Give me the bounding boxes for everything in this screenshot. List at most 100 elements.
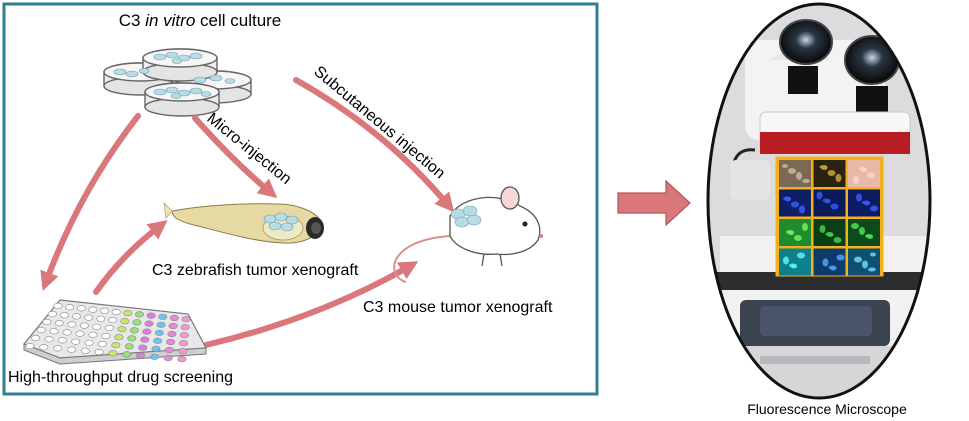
plate-well (129, 327, 139, 334)
plate-well (92, 323, 102, 330)
fluorescence-spot (802, 179, 810, 183)
plate-well (53, 302, 63, 310)
plate-well (122, 351, 132, 358)
plate-wells (25, 302, 191, 363)
arrow-screening-to-zebrafish (93, 220, 168, 295)
plate-well (79, 322, 89, 329)
plate-well (76, 305, 86, 312)
plate-well (62, 329, 72, 336)
fluorescence-spot (868, 267, 876, 272)
plate-well (177, 356, 187, 363)
fluorescence-spot (870, 252, 876, 257)
plate-well (72, 313, 82, 320)
mouse-xenograft-label: C3 mouse tumor xenograft (363, 299, 553, 316)
fluorescence-spot (819, 225, 826, 233)
fluorescence-spot (854, 256, 862, 263)
fluorescence-spot (827, 170, 836, 176)
plate-well (146, 312, 156, 319)
plate-well (42, 318, 52, 326)
plate-well (88, 331, 98, 338)
plate-well (31, 334, 41, 342)
plate-well (168, 322, 178, 330)
plate-well (181, 316, 191, 323)
plate-well (153, 337, 163, 344)
mouse-icon (393, 186, 543, 283)
fluorescence-spot (862, 200, 870, 205)
fluorescence-spot (825, 232, 834, 236)
fluorescence-spot (830, 203, 839, 210)
plate-well (100, 307, 110, 314)
plate-well (98, 340, 108, 348)
plate-well (67, 321, 77, 328)
plate-well (25, 342, 35, 350)
fluorescence-tile (779, 219, 811, 246)
fluorescence-spot (789, 263, 797, 268)
arrow-culture-to-screening (40, 113, 141, 292)
fluorescence-spot (867, 172, 875, 178)
fluorescence-spot (859, 167, 867, 171)
fluorescence-spot (819, 165, 828, 169)
fluorescence-spot (835, 174, 842, 182)
fluorescence-spot (796, 172, 802, 180)
plate-well (151, 345, 161, 352)
fluorescence-image-grid (775, 156, 884, 277)
plate-well (49, 328, 59, 335)
plate-well (142, 328, 152, 335)
culture-title: C3 in vitro cell culture (119, 11, 282, 30)
plate-well (114, 334, 124, 341)
plate-well (135, 311, 145, 318)
plate-well (36, 326, 46, 334)
arrow-subcutaneous-injection (293, 77, 455, 213)
plate-well (120, 318, 130, 325)
cell-clusters (113, 51, 236, 99)
microscope-label: Fluorescence Microscope (747, 401, 907, 417)
fluorescence-spot (782, 164, 788, 168)
plate-well (65, 304, 75, 311)
well-plate-icon (23, 299, 207, 365)
fluorescence-spot (865, 234, 873, 238)
fluorescence-spot (862, 260, 868, 269)
plate-well (136, 352, 146, 359)
plate-well (169, 314, 179, 322)
plate-well (178, 348, 188, 355)
plate-well (59, 312, 69, 319)
fluorescence-spot (797, 252, 805, 259)
fluorescence-spot (833, 237, 842, 243)
plate-well (124, 343, 134, 350)
fluorescence-tile (813, 248, 846, 276)
arrow-to-microscope (617, 179, 691, 227)
fluorescence-spot (859, 227, 865, 235)
plate-well (179, 340, 189, 347)
plate-well (53, 345, 63, 352)
fluorescence-spot (783, 256, 789, 265)
fluorescence-spot (783, 196, 791, 201)
plate-well (127, 335, 137, 342)
fluorescence-tile (848, 160, 880, 187)
plate-well (158, 313, 168, 320)
plate-well (57, 337, 67, 344)
fluorescence-spot (870, 205, 878, 212)
fluorescence-spot (822, 258, 829, 267)
plate-well (80, 347, 90, 354)
plate-well (164, 346, 174, 354)
zebrafish-xenograft-label: C3 zebrafish tumor xenograft (152, 262, 359, 279)
plate-well (117, 326, 127, 333)
plate-well (104, 324, 114, 332)
fluorescence-spot (851, 223, 859, 229)
plate-well (140, 336, 150, 343)
fluorescence-spot (794, 235, 802, 241)
plate-well (101, 332, 111, 340)
fluorescence-spot (822, 198, 831, 203)
fluorescence-spot (856, 193, 862, 202)
plate-well (132, 319, 142, 326)
fluorescence-spot (791, 201, 799, 208)
fluorescence-spot (853, 176, 859, 184)
flow-arrows (40, 77, 455, 348)
fluorescence-tiles (779, 160, 880, 276)
plate-well (84, 339, 94, 346)
fluorescence-spot (799, 205, 805, 214)
plate-well (123, 310, 133, 317)
plate-well (180, 324, 190, 331)
fluorescence-spot (836, 254, 845, 261)
